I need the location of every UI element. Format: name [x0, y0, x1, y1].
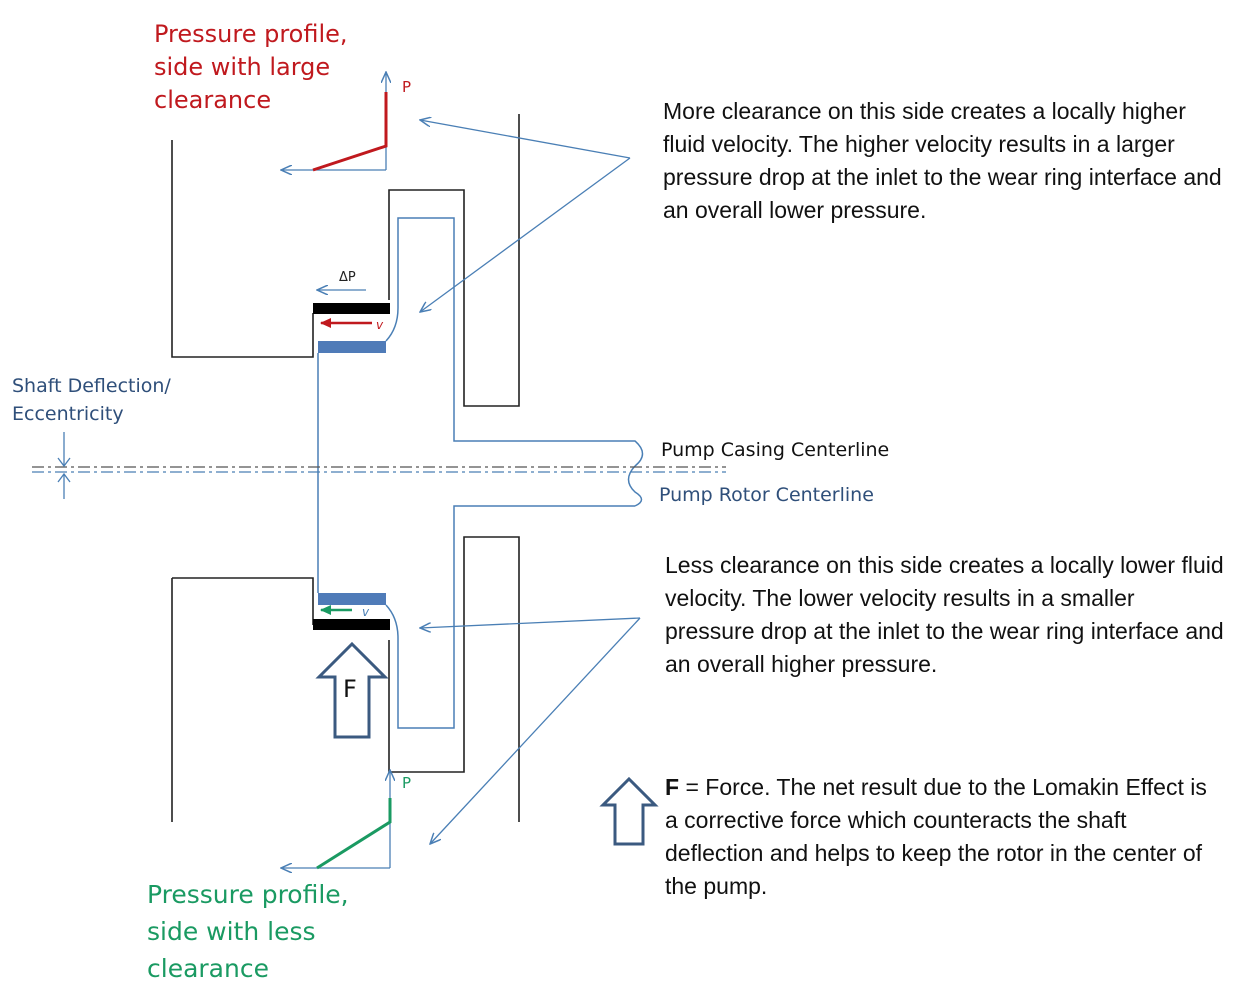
velocity-label-top: v	[376, 318, 384, 332]
pressure-profile-bottom: P	[281, 770, 411, 868]
velocity-arrow-top: v	[320, 318, 384, 332]
eccentricity-marker	[57, 432, 71, 499]
casing-centerline-label: Pump Casing Centerline	[661, 439, 890, 461]
force-letter: F	[343, 675, 357, 703]
pressure-profile-bottom-label: Pressure profile, side with less clearan…	[147, 880, 349, 983]
pressure-profile-top-label: Pressure profile, side with large cleara…	[154, 20, 348, 114]
wear-ring-casing-top	[313, 303, 390, 314]
pump-casing	[171, 114, 520, 822]
callout-lines-bottom	[420, 617, 641, 844]
velocity-arrow-bottom: v	[320, 605, 370, 619]
force-bold-letter: F	[665, 774, 680, 800]
p-axis-label-bottom: P	[402, 774, 411, 792]
force-legend-arrow-icon	[599, 776, 659, 846]
shaft-deflection-label: Shaft Deflection/ Eccentricity	[12, 375, 171, 425]
callout-lines-top	[420, 120, 631, 312]
note-more-clearance: More clearance on this side creates a lo…	[663, 98, 1222, 223]
force-arrow-icon: F	[315, 641, 389, 739]
p-axis-label-top: P	[402, 78, 411, 96]
rotor-centerline-label: Pump Rotor Centerline	[659, 484, 874, 506]
delta-p-arrow: ΔP	[317, 270, 366, 290]
wear-ring-casing-bottom	[313, 619, 390, 630]
delta-p-label: ΔP	[339, 270, 356, 285]
velocity-label-bottom: v	[362, 605, 370, 619]
pressure-profile-top: P	[281, 72, 411, 170]
pump-rotor	[317, 217, 644, 729]
wear-ring-rotor-top	[318, 341, 386, 353]
wear-ring-rotor-bottom	[318, 593, 386, 605]
force-description: = Force. The net result due to the Lomak…	[665, 774, 1207, 899]
note-force: F = Force. The net result due to the Lom…	[665, 771, 1210, 903]
note-less-clearance: Less clearance on this side creates a lo…	[665, 552, 1224, 677]
